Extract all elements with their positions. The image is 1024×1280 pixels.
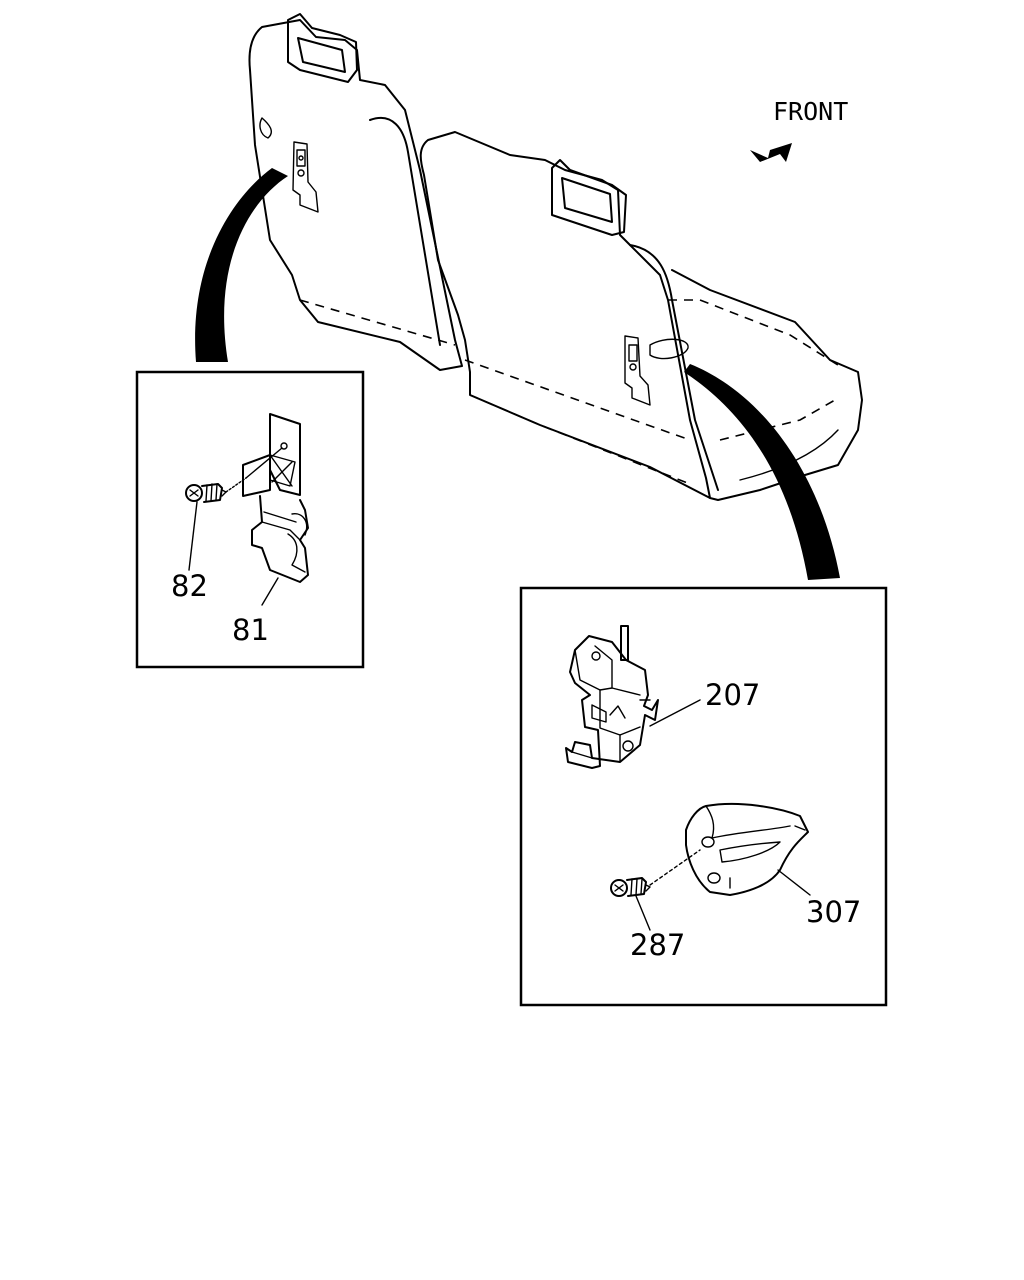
rear-seat-assembly (195, 13, 863, 580)
part-81-latch-plate (242, 413, 309, 583)
callout-307: 307 (806, 895, 861, 929)
part-82-screw (185, 447, 283, 503)
part-307-release-handle (685, 802, 809, 896)
detail-box-left: 82 81 (135, 370, 365, 669)
part-207-latch-assembly (565, 625, 659, 769)
part-287-screw (610, 849, 701, 897)
latch-right-small (624, 335, 651, 406)
front-direction-indicator: FRONT (750, 97, 848, 162)
callout-207: 207 (705, 678, 760, 712)
latch-left-small (292, 141, 319, 213)
detail-box-right: 207 307 287 (519, 586, 888, 1007)
front-arrow-icon (750, 143, 792, 162)
callout-287: 287 (630, 928, 685, 962)
front-label: FRONT (773, 97, 848, 126)
callout-81: 81 (232, 613, 269, 647)
callout-82: 82 (171, 569, 208, 603)
